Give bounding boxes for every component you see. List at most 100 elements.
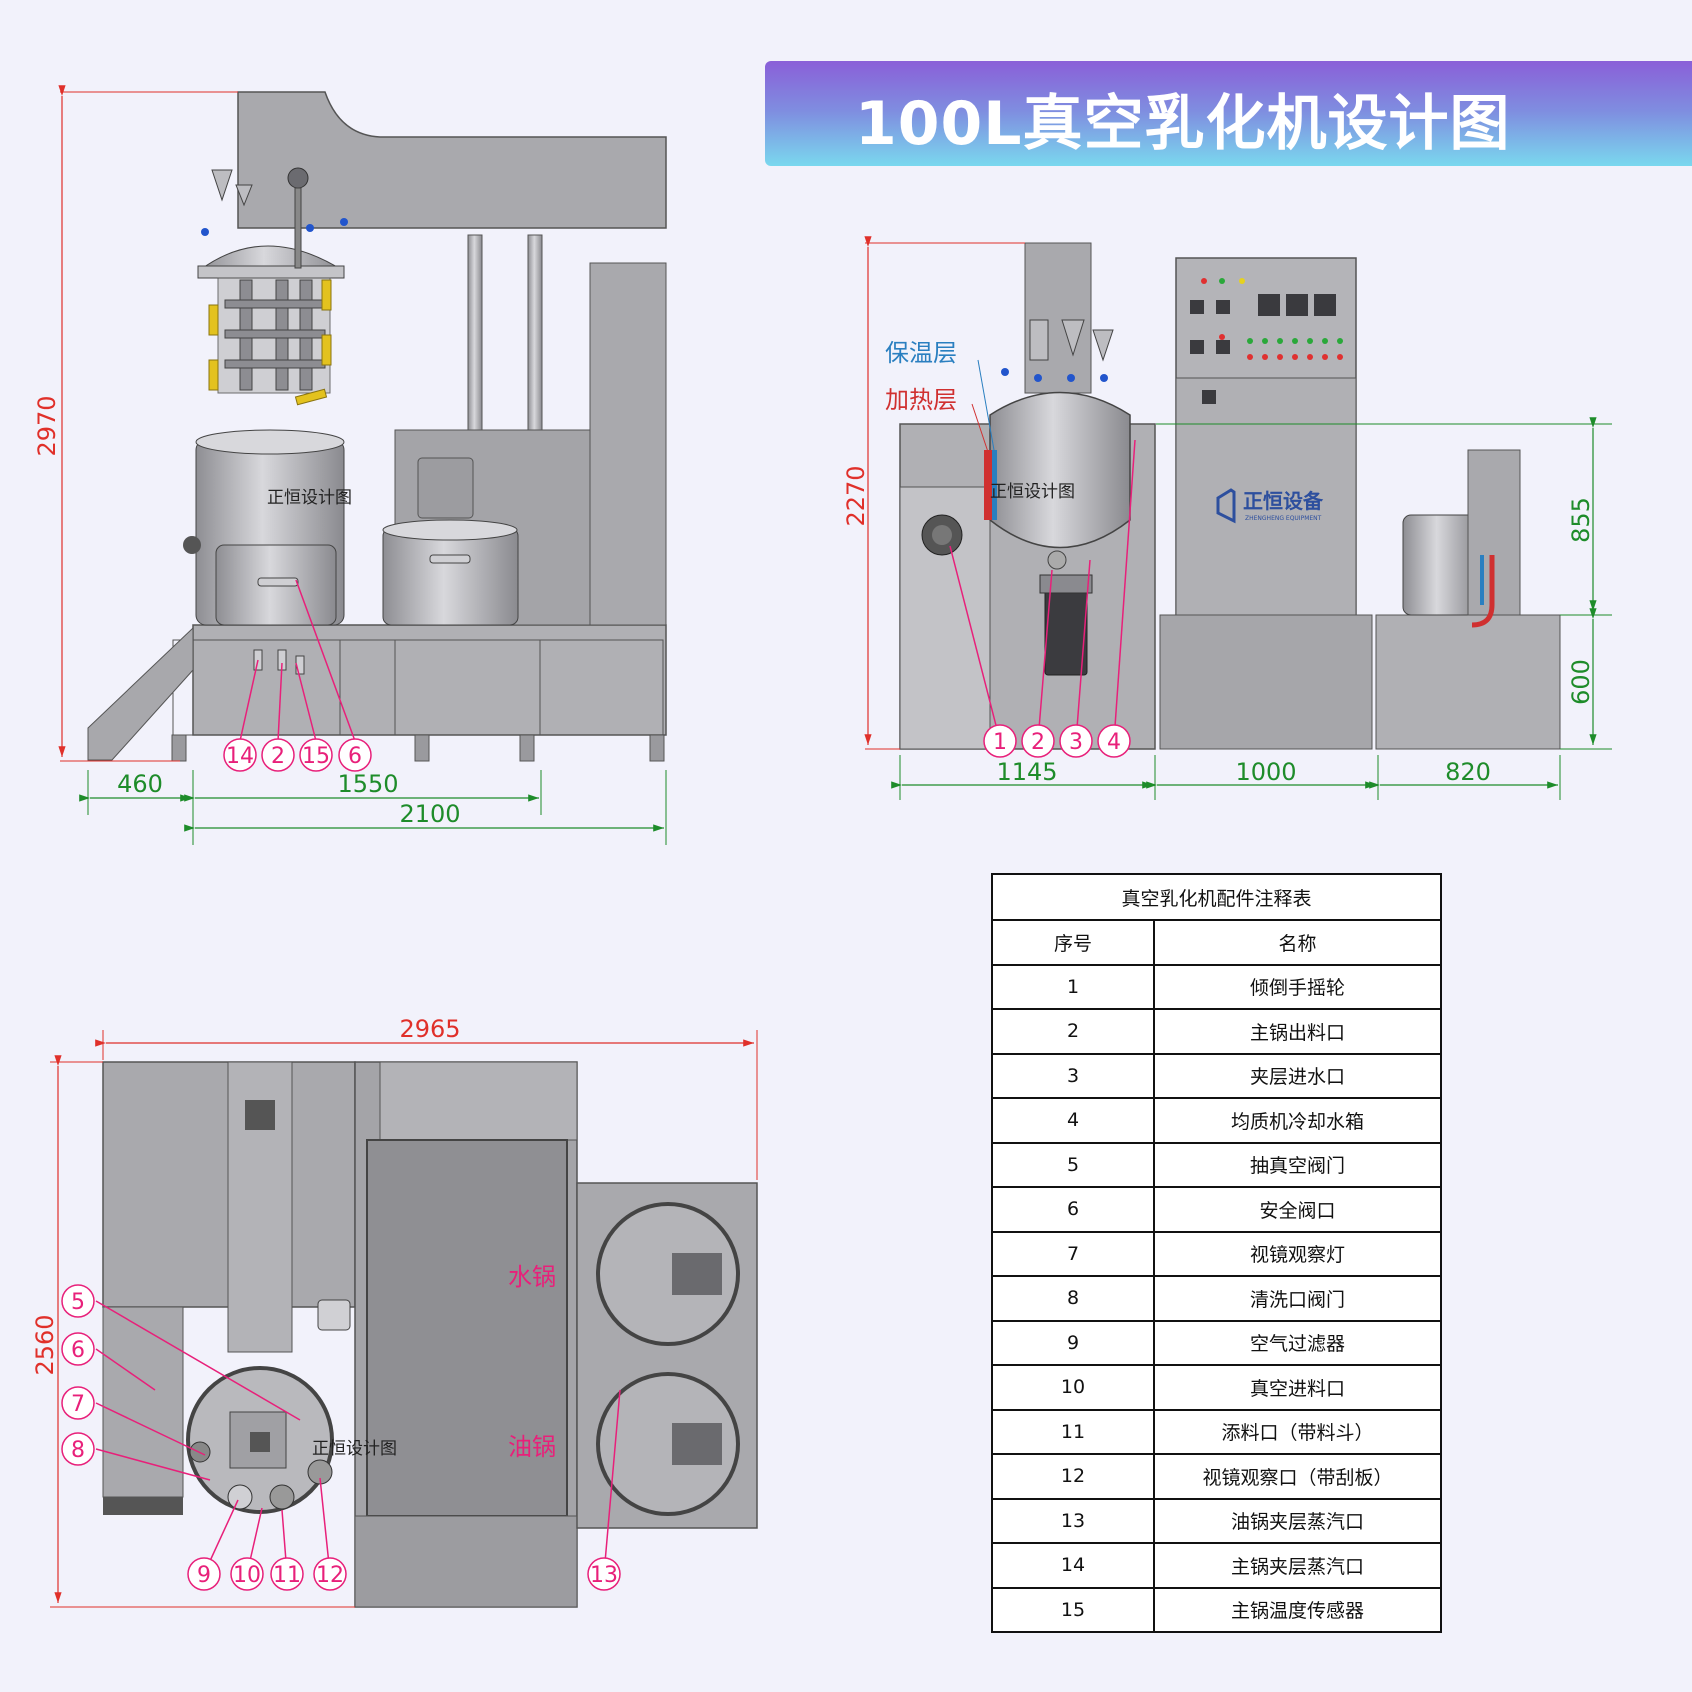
part-name-cell: 主锅温度传感器 xyxy=(1153,1586,1442,1633)
part-name-cell: 添料口（带料斗） xyxy=(1153,1408,1442,1455)
part-name-cell: 主锅出料口 xyxy=(1153,1008,1442,1055)
part-number-cell: 11 xyxy=(991,1408,1155,1455)
side-right-housing xyxy=(1375,614,1561,750)
part-name-cell: 主锅夹层蒸汽口 xyxy=(1153,1542,1442,1589)
part-number-cell: 2 xyxy=(991,1008,1155,1055)
title-banner: 100L真空乳化机设计图 xyxy=(765,61,1692,166)
part-name-cell: 清洗口阀门 xyxy=(1153,1275,1442,1322)
brand-name: 正恒设备 xyxy=(1243,489,1324,513)
dim-height-2560: 2560 xyxy=(31,1314,59,1375)
callout-5: 5 xyxy=(71,1290,85,1315)
brand-sub: ZHENGHENG EQUIPMENT xyxy=(1245,515,1322,522)
part-number-cell: 4 xyxy=(991,1097,1155,1144)
callout-1: 1 xyxy=(993,730,1007,755)
part-name-cell: 抽真空阀门 xyxy=(1153,1141,1442,1188)
side-callouts: 1 2 3 4 xyxy=(983,724,1131,758)
part-number-cell: 10 xyxy=(991,1364,1155,1411)
part-number-cell: 5 xyxy=(991,1141,1155,1188)
part-number-cell: 8 xyxy=(991,1275,1155,1322)
part-name-cell: 夹层进水口 xyxy=(1153,1052,1442,1099)
label-insulation: 保温层 xyxy=(885,339,957,367)
part-number-cell: 6 xyxy=(991,1186,1155,1233)
callout-8: 8 xyxy=(71,1438,85,1463)
callout-14: 14 xyxy=(226,744,254,769)
callout-15: 15 xyxy=(302,744,330,769)
page-title: 100L真空乳化机设计图 xyxy=(855,89,1511,159)
part-name-cell: 真空进料口 xyxy=(1153,1364,1442,1411)
callout-6-top: 6 xyxy=(71,1338,85,1363)
front-vessel-lid xyxy=(197,265,345,279)
dim-height-2970: 2970 xyxy=(33,395,61,456)
dim-1000: 1000 xyxy=(1235,758,1296,786)
callout-3: 3 xyxy=(1069,730,1083,755)
dim-height-2270: 2270 xyxy=(842,465,870,526)
dim-1145: 1145 xyxy=(996,758,1057,786)
front-view: 正恒设计图 14 2 15 6 2970 460 1550 2100 xyxy=(33,85,667,845)
header-number: 序号 xyxy=(991,919,1155,966)
part-name-cell: 视镜观察口（带刮板） xyxy=(1153,1453,1442,1500)
part-name-cell: 倾倒手摇轮 xyxy=(1153,963,1442,1010)
dim-820: 820 xyxy=(1445,758,1491,786)
dim-2100: 2100 xyxy=(399,800,460,828)
front-dimensions: 2970 460 1550 2100 xyxy=(33,85,667,845)
front-ramp xyxy=(87,626,194,761)
part-number-cell: 12 xyxy=(991,1453,1155,1500)
header-name: 名称 xyxy=(1153,919,1442,966)
side-view: 正恒设计图 正恒设备 ZHENGHENG EQUIPMENT 保温层 加热层 xyxy=(842,236,1612,800)
callout-2: 2 xyxy=(271,744,285,769)
lift-column xyxy=(589,262,667,626)
front-watermark: 正恒设计图 xyxy=(267,488,352,508)
brand-logo: 正恒设备 ZHENGHENG EQUIPMENT xyxy=(1216,488,1324,524)
top-watermark: 正恒设计图 xyxy=(312,1439,397,1459)
part-number-cell: 1 xyxy=(991,963,1155,1010)
callout-11: 11 xyxy=(273,1563,301,1588)
dim-width-2965: 2965 xyxy=(399,1015,460,1043)
part-number-cell: 13 xyxy=(991,1497,1155,1544)
dim-460: 460 xyxy=(117,770,163,798)
callout-6: 6 xyxy=(348,744,362,769)
lift-arm xyxy=(237,91,667,229)
top-water-pot xyxy=(596,1202,740,1346)
top-dimensions: 2965 2560 xyxy=(31,1015,758,1608)
dim-1550: 1550 xyxy=(337,770,398,798)
top-callouts: 5 6 7 8 9 10 11 12 13 xyxy=(61,1284,621,1591)
callout-7: 7 xyxy=(71,1392,85,1417)
front-callouts: 14 2 15 6 xyxy=(223,738,372,772)
callout-2-side: 2 xyxy=(1031,730,1045,755)
dim-855: 855 xyxy=(1567,497,1595,543)
front-secondary-pot xyxy=(382,527,519,626)
part-name-cell: 均质机冷却水箱 xyxy=(1153,1097,1442,1144)
top-oil-pot xyxy=(596,1372,740,1516)
callout-9: 9 xyxy=(197,1563,211,1588)
callout-4: 4 xyxy=(1107,730,1121,755)
dim-600: 600 xyxy=(1567,659,1595,705)
part-name-cell: 视镜观察灯 xyxy=(1153,1230,1442,1277)
part-number-cell: 3 xyxy=(991,1052,1155,1099)
part-number-cell: 7 xyxy=(991,1230,1155,1277)
label-water-pot: 水锅 xyxy=(508,1263,556,1291)
part-number-cell: 14 xyxy=(991,1542,1155,1589)
side-vessel xyxy=(989,391,1131,549)
part-number-cell: 9 xyxy=(991,1319,1155,1366)
top-view: 水锅 油锅 正恒设计图 5 6 7 8 9 10 11 12 13 2965 2… xyxy=(31,1015,758,1608)
part-number-cell: 15 xyxy=(991,1586,1155,1633)
parts-table-caption: 真空乳化机配件注释表 xyxy=(991,873,1442,921)
label-oil-pot: 油锅 xyxy=(508,1433,556,1461)
callout-13: 13 xyxy=(590,1563,618,1588)
